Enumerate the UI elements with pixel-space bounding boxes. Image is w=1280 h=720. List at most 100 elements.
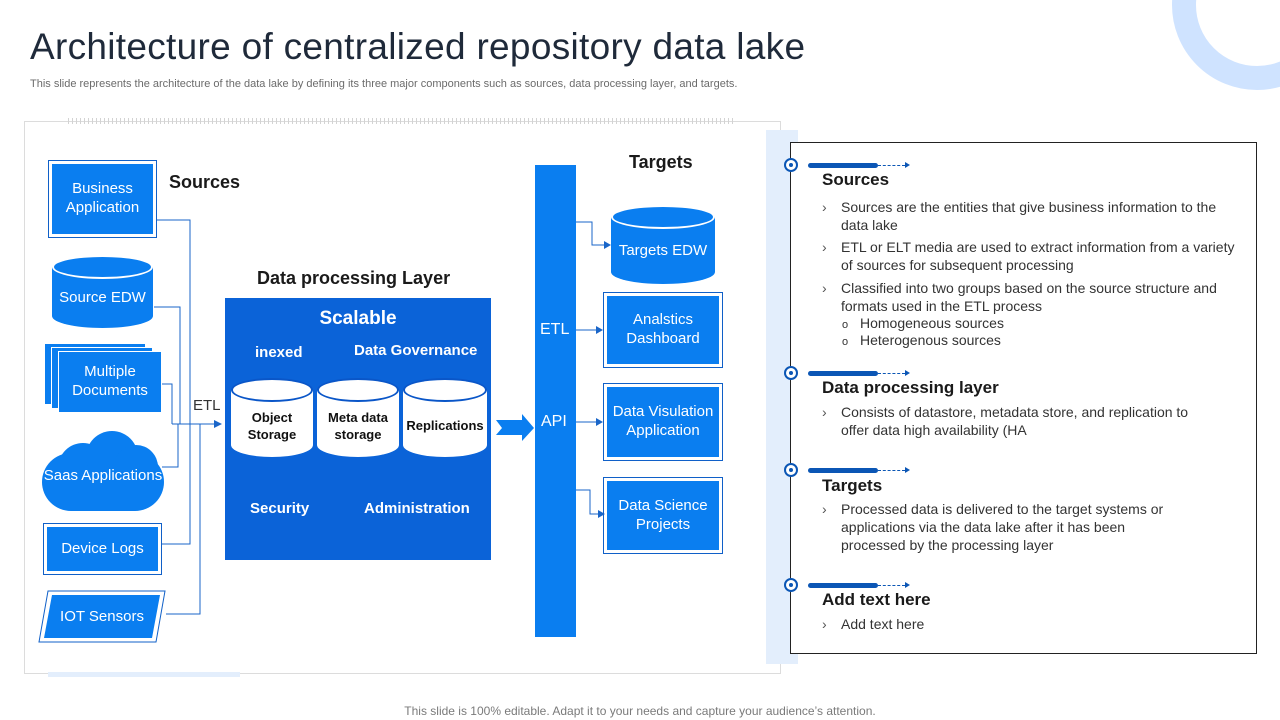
connector-target-edw [576,221,604,246]
targets-bullet-1-text: Processed data is delivered to the targe… [841,501,1164,554]
pillar-api-label: API [541,413,567,430]
sources-label: Sources [169,172,241,192]
arrowhead-etl-in [214,420,222,428]
sources-sub-bullet-1-text: Homogeneous sources [860,315,1004,331]
section-processing-marker-icon [784,366,798,380]
section-add-text-marker-icon [784,578,798,592]
section-add-text-bar [808,583,878,588]
section-processing-arrow-icon [905,370,910,376]
pillar-etl-label: ETL [540,321,570,338]
sources-bullet-2: › ETL or ELT media are used to extract i… [822,238,1242,274]
iot-sensors-parallelogram: IOT Sensors [38,590,166,643]
scalable-label: Scalable [319,308,397,329]
administration-label: Administration [364,500,470,517]
add-text-bullet-1-text: Add text here [841,616,925,632]
description-panel [790,142,1257,654]
data-visualization-label: Data Visulation Application [612,403,714,439]
section-processing-dash [878,373,905,374]
section-targets-heading: Targets [822,476,883,495]
etl-api-pillar: ETL API [535,165,576,637]
connector-saas [162,424,179,468]
footer-note: This slide is 100% editable. Adapt it to… [404,704,876,718]
multiple-documents-label: Multiple Documents [58,351,162,413]
section-add-text-heading: Add text here [822,590,931,609]
big-arrow [496,414,534,441]
chevron-icon: › [822,280,827,296]
replications-label: Replications [406,418,484,434]
page-title: Architecture of centralized repository d… [30,26,806,67]
connector-documents [162,383,173,424]
section-processing-heading: Data processing layer [822,378,999,397]
inexed-label: inexed [255,344,303,361]
chevron-icon: › [822,404,827,420]
connector-source-edw [154,306,181,424]
iot-sensors-label: IOT Sensors [60,608,144,625]
sources-bullet-1-text: Sources are the entities that give busin… [841,199,1217,234]
connector-business [157,219,191,424]
targets-label: Targets [629,152,693,172]
chevron-icon: › [822,199,827,215]
decorative-bottom-strip [48,672,240,677]
section-targets-dash [878,470,905,471]
multiple-documents-icon: Multiple Documents [44,343,162,413]
sources-bullet-3-text: Classified into two groups based on the … [841,280,1217,315]
saas-applications-label: Saas Applications [43,466,163,484]
data-visualization-box: Data Visulation Application [603,383,723,461]
arrowhead-visualization [596,418,603,426]
saas-cloud-icon: Saas Applications [42,431,164,513]
page-subtitle: This slide represents the architecture o… [30,78,738,90]
circle-bullet-icon: o [842,319,849,331]
section-sources-heading: Sources [822,170,890,189]
connector-iot [166,424,201,615]
device-logs-label: Device Logs [61,539,144,557]
data-science-box: Data Science Projects [603,477,723,554]
sources-sub-bullet-2: o Heterogenous sources [842,332,1001,348]
device-logs-box: Device Logs [43,523,162,575]
data-science-label: Data Science Projects [618,496,708,533]
object-storage-cylinder: Object Storage [231,378,313,457]
section-sources-dash [878,165,905,166]
processing-bullet-1: › Consists of datastore, metadata store,… [822,403,1242,439]
source-edw-label: Source EDW [59,288,146,306]
section-targets-arrow-icon [905,467,910,473]
sources-bullet-3: › Classified into two groups based on th… [822,279,1242,315]
connector-data-science [576,489,598,515]
sources-bullet-1: › Sources are the entities that give bus… [822,198,1242,234]
meta-data-storage-cylinder: Meta data storage [317,378,399,457]
section-sources-marker-icon [784,158,798,172]
security-label: Security [250,500,310,517]
processing-layer-box: Scalable inexed Data Governance Object S… [225,298,491,560]
meta-data-storage-label: Meta data storage [328,410,388,442]
section-sources-arrow-icon [905,162,910,168]
add-text-bullet-1: › Add text here [822,615,1242,635]
section-processing-bar [808,371,878,376]
sources-sub-bullet-2-text: Heterogenous sources [860,332,1001,348]
circle-bullet-icon: o [842,336,849,348]
arrowhead-dashboard [596,326,603,334]
sources-sub-bullet-1: o Homogeneous sources [842,315,1004,331]
processing-bullet-1-text: Consists of datastore, metadata store, a… [841,404,1189,439]
business-application-label: Business Application [65,180,140,216]
object-storage-label: Object Storage [247,410,297,442]
arrowhead-target-edw [604,241,611,249]
targets-bullet-1: › Processed data is delivered to the tar… [822,500,1242,554]
section-add-text-arrow-icon [905,582,910,588]
business-application-box: Business Application [48,160,157,238]
replications-cylinder: Replications [403,378,487,457]
section-targets-marker-icon [784,463,798,477]
section-add-text-dash [878,585,905,586]
processing-layer-label: Data processing Layer [257,268,451,288]
sources-bullet-2-text: ETL or ELT media are used to extract inf… [841,239,1235,274]
targets-edw-label: Targets EDW [618,241,708,259]
decorative-dashed-strip [68,118,733,124]
section-targets-bar [808,468,878,473]
section-sources-bar [808,163,878,168]
analytics-dashboard-label: Analstics Dashboard [626,311,700,347]
chevron-icon: › [822,616,827,632]
source-edw-cylinder: Source EDW [52,255,153,328]
etl-label: ETL [193,397,221,414]
connector-device-logs [162,424,191,545]
data-governance-label: Data Governance [354,342,478,359]
arrowhead-data-science [598,510,605,518]
